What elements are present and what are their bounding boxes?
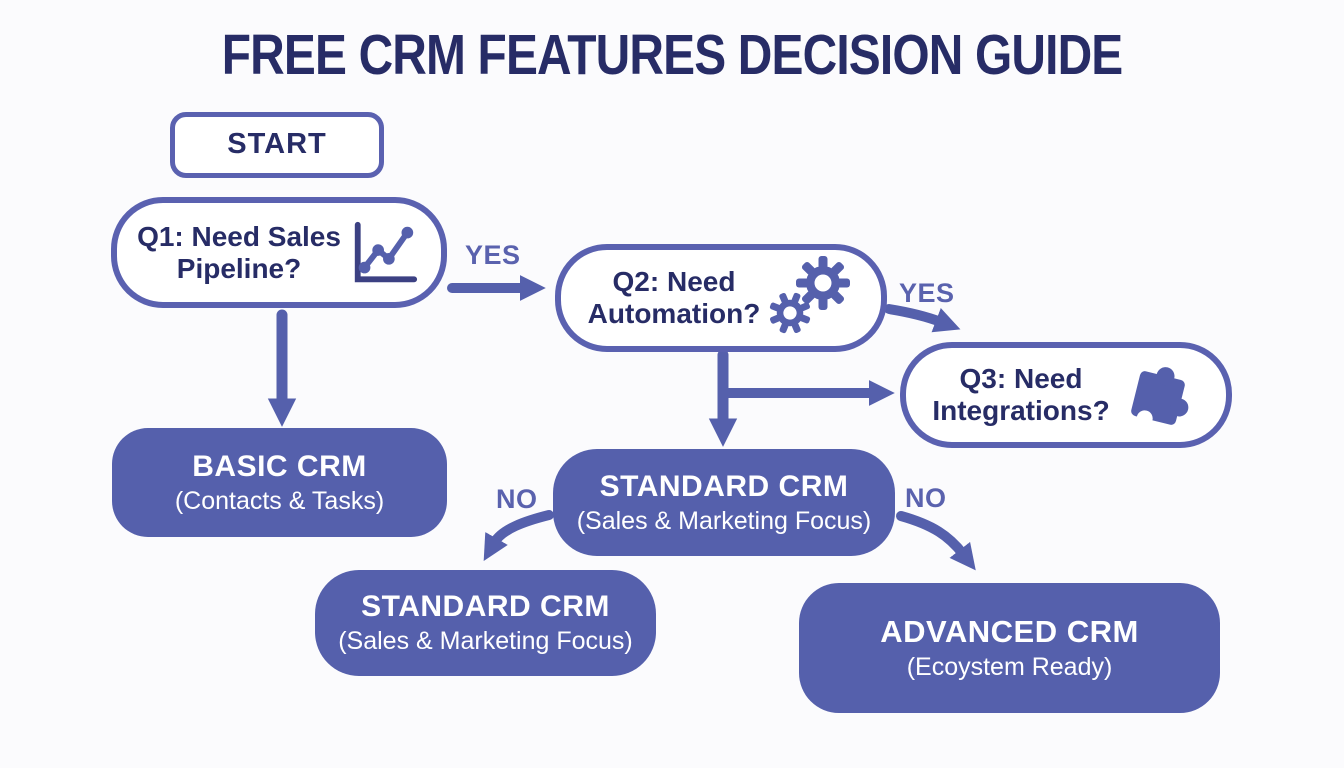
edge-label-yes-q2-q3: YES (899, 278, 955, 308)
standard-crm-mid-node: STANDARD CRM (Sales & Marketing Focus) (553, 449, 895, 556)
basic-crm-title: BASIC CRM (192, 449, 367, 483)
edge-label-no-mid-bottom: NO (496, 484, 538, 514)
start-label: START (227, 128, 327, 161)
q3-node: Q3: Need Integrations? (900, 342, 1232, 448)
edge-label-no-mid-advanced: NO (905, 483, 947, 513)
edge-label-yes-q1-q2: YES (465, 240, 521, 270)
basic-crm-subtitle: (Contacts & Tasks) (174, 486, 385, 515)
q3-label: Q3: Need Integrations? (932, 363, 1110, 426)
standard-crm-bottom-node: STANDARD CRM (Sales & Marketing Focus) (315, 570, 656, 676)
standard-crm-mid-subtitle: (Sales & Marketing Focus) (576, 506, 872, 535)
standard-crm-mid-title: STANDARD CRM (599, 469, 849, 503)
advanced-crm-subtitle: (Ecoystem Ready) (906, 653, 1113, 681)
advanced-crm-title: ADVANCED CRM (880, 614, 1139, 649)
q2-label: Q2: Need Automation? (587, 266, 761, 329)
puzzle-icon (1130, 367, 1189, 427)
standard-crm-bottom-subtitle: (Sales & Marketing Focus) (338, 627, 633, 655)
q2-node: Q2: Need Automation? (555, 244, 887, 352)
q1-label: Q1: Need Sales Pipeline? (137, 220, 341, 284)
line-chart-icon (354, 221, 418, 282)
gears-icon (770, 256, 851, 334)
start-node: START (170, 112, 384, 178)
page-title: FREE CRM FEATURES DECISION GUIDE (221, 23, 1123, 87)
advanced-crm-node: ADVANCED CRM (Ecoystem Ready) (799, 583, 1220, 713)
standard-crm-bottom-title: STANDARD CRM (361, 590, 610, 623)
q1-node: Q1: Need Sales Pipeline? (111, 197, 447, 308)
basic-crm-node: BASIC CRM (Contacts & Tasks) (112, 428, 447, 537)
